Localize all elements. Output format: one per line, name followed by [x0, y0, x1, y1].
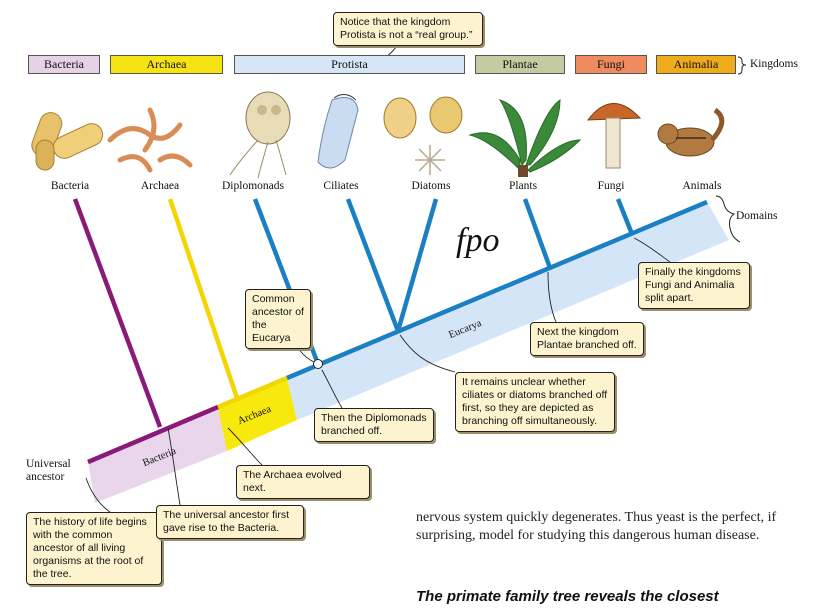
organism-label-bacteria: Bacteria [50, 180, 90, 192]
universal-ancestor-label: Universal ancestor [26, 458, 71, 483]
organism-label-fungi: Fungi [597, 180, 625, 192]
fpo-placeholder: fpo [456, 222, 500, 259]
kingdom-fungi: Fungi [575, 55, 647, 74]
callout-diplomonads: Then the Diplomonads branched off. [314, 408, 434, 442]
bacteria-branch [72, 198, 163, 428]
body-paragraph: nervous system quickly degenerates. Thus… [416, 510, 777, 543]
callout-common-ancestor: Common ancestor of the Eucarya [245, 289, 311, 349]
kingdom-plantae: Plantae [475, 55, 565, 74]
callout-archaea: The Archaea evolved next. [236, 465, 370, 499]
kingdom-protista: Protista [234, 55, 465, 74]
protista-note-callout: Notice that the kingdom Protista is not … [333, 12, 483, 46]
plants-branch [522, 198, 553, 269]
archaea-branch [167, 198, 240, 399]
eucarya-band [287, 202, 729, 420]
section-heading: The primate family tree reveals the clos… [416, 588, 719, 605]
callout-fungi-animalia: Finally the kingdoms Fungi and Animalia … [638, 262, 750, 309]
archaea-illustration [107, 107, 193, 173]
diatoms-illustration [383, 96, 463, 175]
diatoms-branch [395, 198, 439, 332]
organism-label-diplomonads: Diplomonads [222, 180, 284, 192]
organism-label-diatoms: Diatoms [411, 180, 451, 192]
callout-root: The history of life begins with the comm… [26, 512, 162, 585]
animals-illustration [657, 107, 725, 157]
callout-ciliates-diatoms: It remains unclear whether ciliates or d… [455, 372, 615, 432]
fungi-illustration [586, 103, 642, 169]
ciliates-illustration [317, 94, 359, 169]
domains-label: Domains [736, 210, 778, 222]
organism-label-plants: Plants [508, 180, 538, 192]
diplomonads-illustration [229, 91, 291, 179]
callout-plantae: Next the kingdom Plantae branched off. [530, 322, 644, 356]
kingdom-archaea: Archaea [110, 55, 223, 74]
fungi-branch [615, 198, 635, 235]
bacteria-illustration [31, 112, 104, 171]
plants-illustration [468, 99, 582, 177]
organism-label-animals: Animals [682, 180, 722, 192]
kingdom-bacteria: Bacteria [28, 55, 100, 74]
bacteria-band [88, 408, 227, 503]
eucarya-common-ancestor-node [313, 359, 323, 369]
callout-bacteria: The universal ancestor first gave rise t… [156, 505, 304, 539]
organism-label-archaea: Archaea [140, 180, 180, 192]
organism-label-ciliates: Ciliates [323, 180, 359, 192]
kingdom-animalia: Animalia [656, 55, 736, 74]
ciliates-branch [345, 198, 401, 332]
kingdoms-label: Kingdoms [750, 58, 798, 70]
archaea-band [218, 378, 297, 451]
